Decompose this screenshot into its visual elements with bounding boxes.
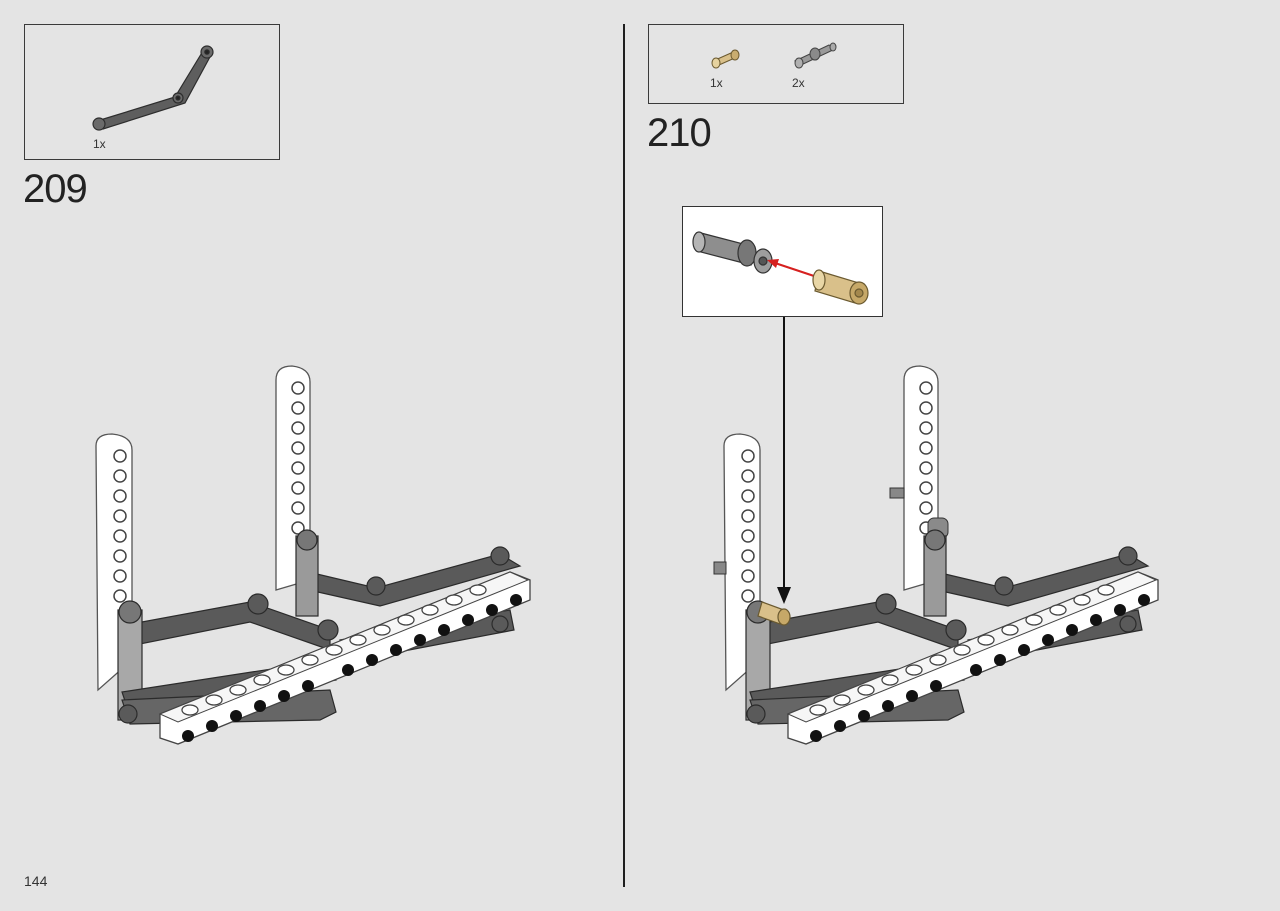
step-number: 209 <box>23 167 88 211</box>
pin-insert-illustration <box>692 231 869 305</box>
insert-arrow <box>774 261 818 279</box>
tan-axle-pin <box>757 601 791 626</box>
callout-pointer-arrow <box>777 317 791 604</box>
parts-list-box: 1x <box>24 24 280 160</box>
vertical-beam <box>95 433 133 692</box>
grey-axle-pin-icon <box>793 42 837 69</box>
part-quantity: 1x <box>93 137 106 151</box>
parts-list-box: 1x 2x <box>648 24 904 104</box>
tan-axle-pin-icon <box>711 49 740 69</box>
long-white-beam <box>158 571 531 745</box>
part-quantity: 2x <box>792 76 805 90</box>
sub-assembly-callout <box>682 206 883 317</box>
angled-beam-part-icon <box>92 45 214 131</box>
page-number: 144 <box>24 873 48 889</box>
step-number: 210 <box>647 111 712 155</box>
long-white-beam <box>786 571 1159 745</box>
assembly-model-illustration <box>95 365 531 745</box>
page-divider <box>623 24 625 887</box>
assembly-model-illustration <box>713 365 1159 745</box>
part-quantity: 1x <box>710 76 723 90</box>
